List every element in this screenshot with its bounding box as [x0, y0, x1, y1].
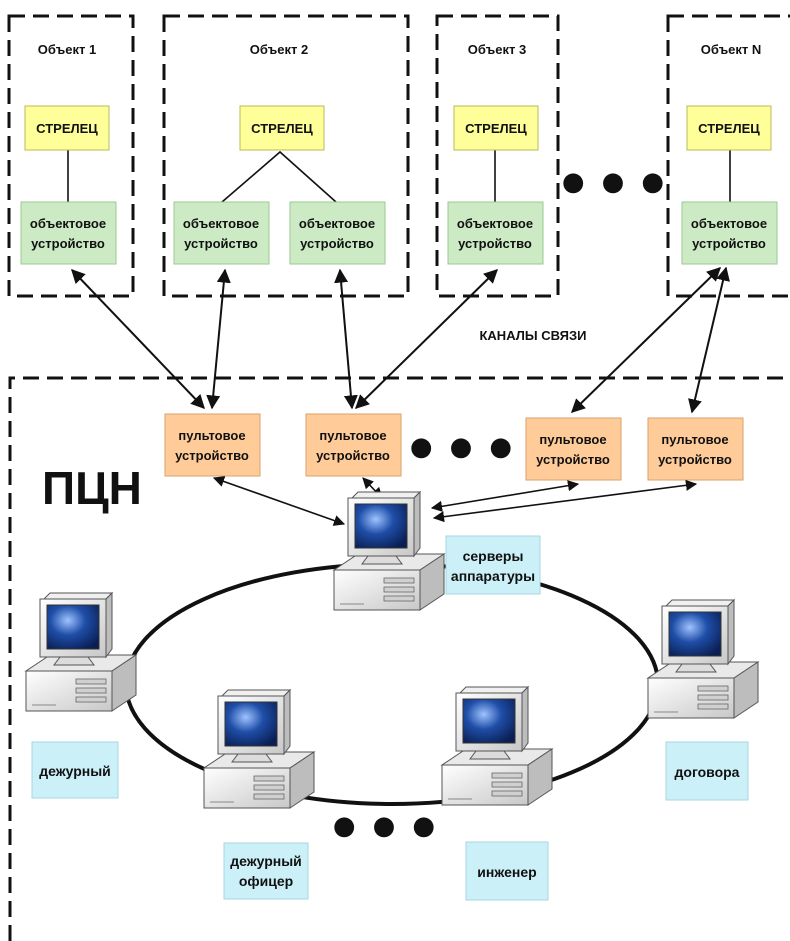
channel-arrow-4: [354, 269, 499, 409]
console-ellipsis: ● ● ●: [410, 432, 516, 462]
channels-label: КАНАЛЫ СВЯЗИ: [479, 328, 586, 343]
object-title-n: Объект N: [701, 42, 762, 57]
objects-ellipsis: ● ● ●: [562, 167, 668, 197]
console-device-box-4: [647, 417, 744, 481]
pcn-frame: [8, 376, 790, 941]
object-device-line2-2a: устройство: [184, 236, 258, 251]
server-label-line2: аппаратуры: [451, 568, 535, 584]
object-device-line1-2b: объектовое: [299, 216, 375, 231]
workstation-labels: серверы аппаратуры дежурный договора деж…: [31, 535, 749, 901]
object-title-2: Объект 2: [250, 42, 308, 57]
channel-arrow-6: [688, 266, 730, 414]
object-title-3: Объект 3: [468, 42, 526, 57]
strelec-box-n: [686, 105, 772, 151]
strelec-label-1: СТРЕЛЕЦ: [36, 121, 98, 136]
object-frames: [7, 14, 790, 298]
duty-officer-computer-icon: [203, 689, 315, 809]
console-device-box-2: [305, 413, 402, 477]
server-label-box: [445, 535, 541, 595]
object-device-box-2a: [173, 201, 270, 265]
console-device-line1-3: пультовое: [539, 432, 606, 447]
object-device-line2-3: устройство: [458, 236, 532, 251]
console-device-line1-4: пультовое: [661, 432, 728, 447]
console-device-line2-1: устройство: [175, 448, 249, 463]
strelec-label-n: СТРЕЛЕЦ: [698, 121, 760, 136]
duty-label: дежурный: [39, 763, 111, 779]
strelec-label-2: СТРЕЛЕЦ: [251, 121, 313, 136]
console-device-line2-3: устройство: [536, 452, 610, 467]
object-device-box-n: [681, 201, 778, 265]
server-arrows: [212, 476, 698, 526]
channel-arrow-3: [334, 268, 358, 410]
strelec-box-3: [453, 105, 539, 151]
contracts-label-box: [665, 741, 749, 801]
object-device-line2-2b: устройство: [300, 236, 374, 251]
object-device-line1-1: объектовое: [30, 216, 106, 231]
engineer-label: инженер: [477, 864, 536, 880]
object-device-line1-3: объектовое: [457, 216, 533, 231]
console-device-line1-1: пультовое: [178, 428, 245, 443]
object-frame-n: [666, 14, 790, 298]
duty-officer-label-line2: офицер: [239, 873, 293, 889]
channel-arrow-1: [71, 268, 205, 410]
console-device-box-1: [164, 413, 261, 477]
object-device-line2-1: устройство: [31, 236, 105, 251]
duty-computer-icon: [25, 592, 137, 712]
object-device-line1-2a: объектовое: [183, 216, 259, 231]
object-frame-2: [162, 14, 410, 298]
engineer-computer-icon: [441, 686, 553, 806]
strelec-boxes: СТРЕЛЕЦ СТРЕЛЕЦ СТРЕЛЕЦ СТРЕЛЕЦ: [24, 105, 772, 151]
internal-links: [67, 150, 731, 203]
strelec-label-3: СТРЕЛЕЦ: [465, 121, 527, 136]
console-device-box-3: [525, 417, 622, 481]
channel-arrow-2: [206, 268, 231, 410]
console-device-line2-4: устройство: [658, 452, 732, 467]
engineer-label-box: [465, 841, 549, 901]
pcn-label: ПЦН: [42, 462, 142, 514]
object-title-1: Объект 1: [38, 42, 96, 57]
strelec-box-2: [239, 105, 325, 151]
duty-officer-label-box: [223, 842, 309, 900]
workstations-ellipsis: ● ● ●: [333, 811, 439, 841]
server-label-line1: серверы: [463, 548, 524, 564]
object-frame-1: [7, 14, 135, 298]
console-device-line2-2: устройство: [316, 448, 390, 463]
object-device-box-3: [447, 201, 544, 265]
console-devices: пультовое устройство пультовое устройств…: [164, 413, 744, 481]
object-device-line2-n: устройство: [692, 236, 766, 251]
object-devices: объектовое устройство объектовое устройс…: [20, 201, 778, 265]
channel-arrows: [71, 266, 730, 414]
contracts-computer-icon: [647, 599, 759, 719]
object-device-box-1: [20, 201, 117, 265]
server-computer-icon: [333, 491, 445, 611]
duty-officer-label-line1: дежурный: [230, 853, 302, 869]
console-device-line1-2: пультовое: [319, 428, 386, 443]
object-device-line1-n: объектовое: [691, 216, 767, 231]
contracts-label: договора: [675, 764, 740, 780]
duty-label-box: [31, 741, 119, 799]
object-device-box-2b: [289, 201, 386, 265]
strelec-box-1: [24, 105, 110, 151]
